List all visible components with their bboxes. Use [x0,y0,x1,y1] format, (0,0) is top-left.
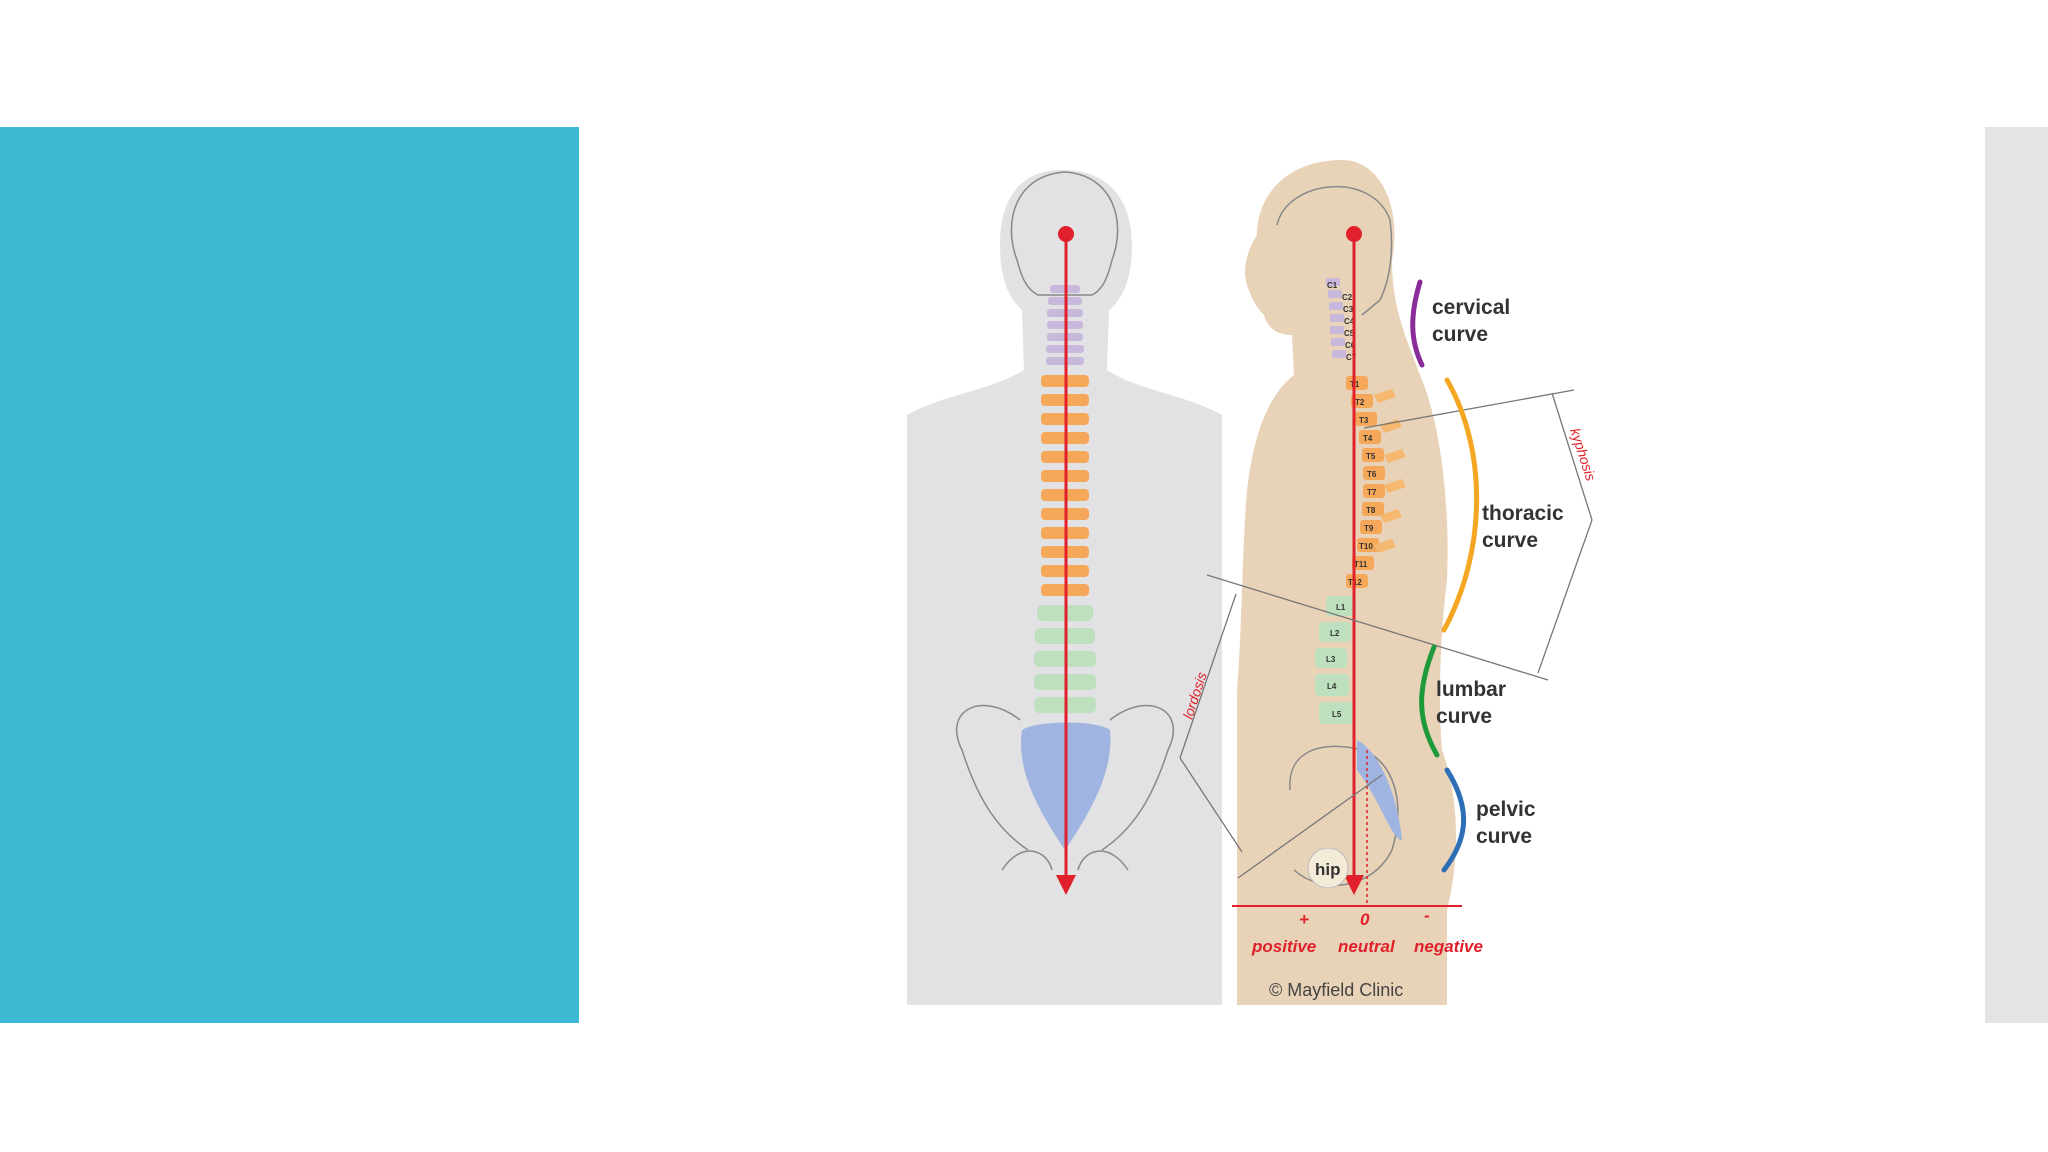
vertebra-label: L1 [1336,603,1346,612]
vertebra-label: T9 [1364,524,1374,533]
angle-lines [1179,389,1593,879]
side-skull-outline [1276,186,1393,316]
vertebra-label: C5 [1344,329,1355,338]
vertebra-label: T4 [1363,434,1373,443]
vertebra-label: C1 [1327,281,1338,290]
copyright-notice: © Mayfield Clinic [1269,980,1403,1000]
lumbar-label-line1: lumbar [1436,678,1506,701]
vertebra-label: T6 [1367,470,1377,479]
vertebra-label: C2 [1342,293,1353,302]
vertebra-label: T10 [1359,542,1373,551]
pelvic-label-line1: pelvic [1476,798,1536,821]
lumbar-curve-arc [1419,644,1440,758]
back-arrow-head [1056,875,1076,895]
pelvic-curve-arc [1441,767,1467,873]
vertebra-label: L4 [1327,682,1337,691]
gray-edge-strip [1985,127,2048,1023]
thoracic-label-line1: thoracic [1482,502,1564,525]
negative-label: negative [1414,937,1483,956]
vertebra-label: C6 [1345,341,1356,350]
scale-zero-label: 0 [1360,910,1370,929]
scale-plus-label: + [1299,910,1309,929]
vertebra-label: C4 [1344,317,1355,326]
vertebra-label: C3 [1343,305,1354,314]
cervical-curve-arc [1410,279,1425,368]
spine-alignment-diagram: C1 C2 C3 C4 C5 C6 C7 T1 T2 T3 T4 T5 T6 T… [902,150,1622,1005]
back-head-point [1058,226,1074,242]
thoracic-curve-arc [1441,377,1480,633]
lumbar-label-line2: curve [1436,705,1492,728]
teal-side-panel [0,127,579,1023]
vertebra-label: T7 [1367,488,1377,497]
side-pelvis-outline [1289,745,1399,887]
side-arrow-head [1344,875,1364,895]
vertebra-label: T11 [1354,560,1368,569]
vertebra-label: T2 [1355,398,1365,407]
positive-label: positive [1251,937,1316,956]
cervical-label-line2: curve [1432,323,1488,346]
vertebra-label: L2 [1330,629,1340,638]
vertebra-label: T3 [1359,416,1369,425]
scale-minus-label: - [1424,906,1430,925]
spine-diagram-svg: C1 C2 C3 C4 C5 C6 C7 T1 T2 T3 T4 T5 T6 T… [907,160,1599,1005]
side-head-point [1346,226,1362,242]
vertebra-label: L3 [1326,655,1336,664]
vertebra-label: T8 [1366,506,1376,515]
vertebra-label: C7 [1346,353,1357,362]
vertebra-label: T5 [1366,452,1376,461]
side-spine [1315,278,1406,840]
pelvic-label-line2: curve [1476,825,1532,848]
hip-marker [1307,847,1349,889]
thoracic-label-line2: curve [1482,529,1538,552]
back-pelvis-outline [955,704,1175,871]
vertebra-label: L5 [1332,710,1342,719]
cervical-label-line1: cervical [1432,296,1510,319]
back-skull-outline [1010,171,1119,296]
hip-label: hip [1315,860,1341,879]
neutral-label: neutral [1338,937,1396,956]
